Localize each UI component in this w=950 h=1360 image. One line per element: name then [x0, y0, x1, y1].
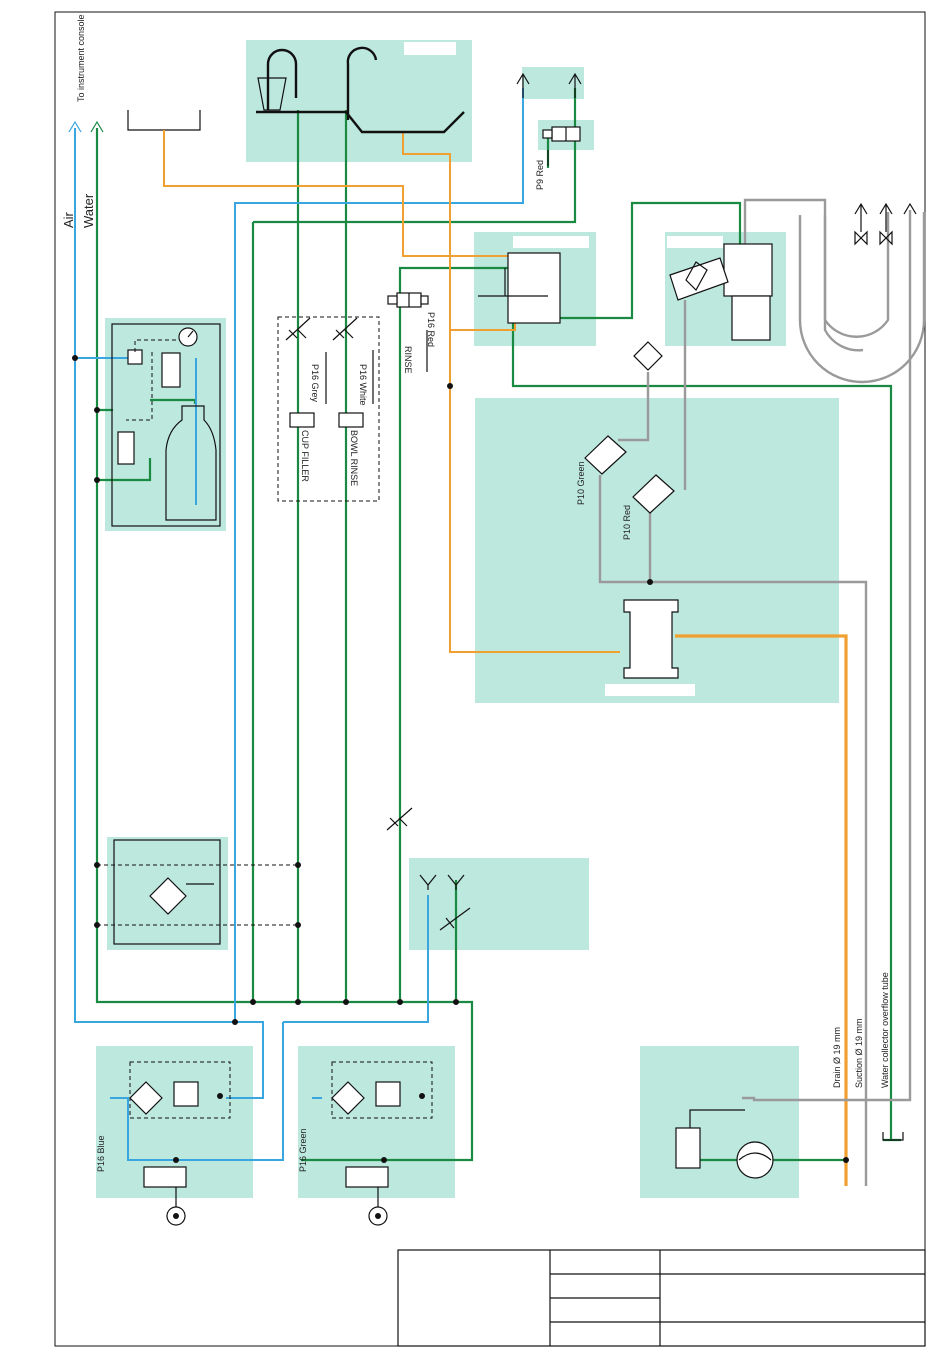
component-panels: [96, 40, 839, 1198]
p10-red-label: P10 Red: [622, 505, 632, 540]
p9-red-label: P9 Red: [535, 160, 545, 190]
overflow-label: Water collector overflow tube: [880, 972, 890, 1088]
cup-filler-label: CUP FILLER: [300, 430, 310, 482]
p10-green-label: P10 Green: [576, 461, 586, 505]
water-label: Water: [81, 193, 96, 228]
suction-canister: [624, 600, 678, 678]
title-block: [398, 1250, 925, 1346]
p16-blue-label: P16 Blue: [96, 1135, 106, 1172]
rinse-valve: RINSE P16 Red: [388, 293, 436, 374]
p16-green-label: P16 Green: [298, 1128, 308, 1172]
diamond-filter: [634, 342, 662, 370]
p16-grey-label: P16 Grey: [310, 364, 320, 403]
tube-labels: Drain Ø 19 mm Suction Ø 19 mm Water coll…: [832, 972, 890, 1088]
cup-bowl-valves: P16 Grey P16 White CUP FILLER BOWL RINSE: [278, 317, 379, 501]
to-console-label: To instrument console: [76, 14, 86, 102]
panel-check-valves: [409, 858, 589, 950]
console-bracket: [128, 110, 200, 130]
bowl-rinse-label: BOWL RINSE: [349, 430, 359, 486]
rinse-label: RINSE: [403, 346, 413, 374]
panel-spittoon: [246, 40, 472, 162]
header-labels: To instrument console Air Water: [61, 14, 96, 228]
suction-label: Suction Ø 19 mm: [854, 1018, 864, 1088]
air-label: Air: [61, 211, 76, 228]
p16-white-label: P16 White: [358, 364, 368, 406]
panel-pump: [640, 1046, 799, 1198]
drain-label: Drain Ø 19 mm: [832, 1027, 842, 1088]
